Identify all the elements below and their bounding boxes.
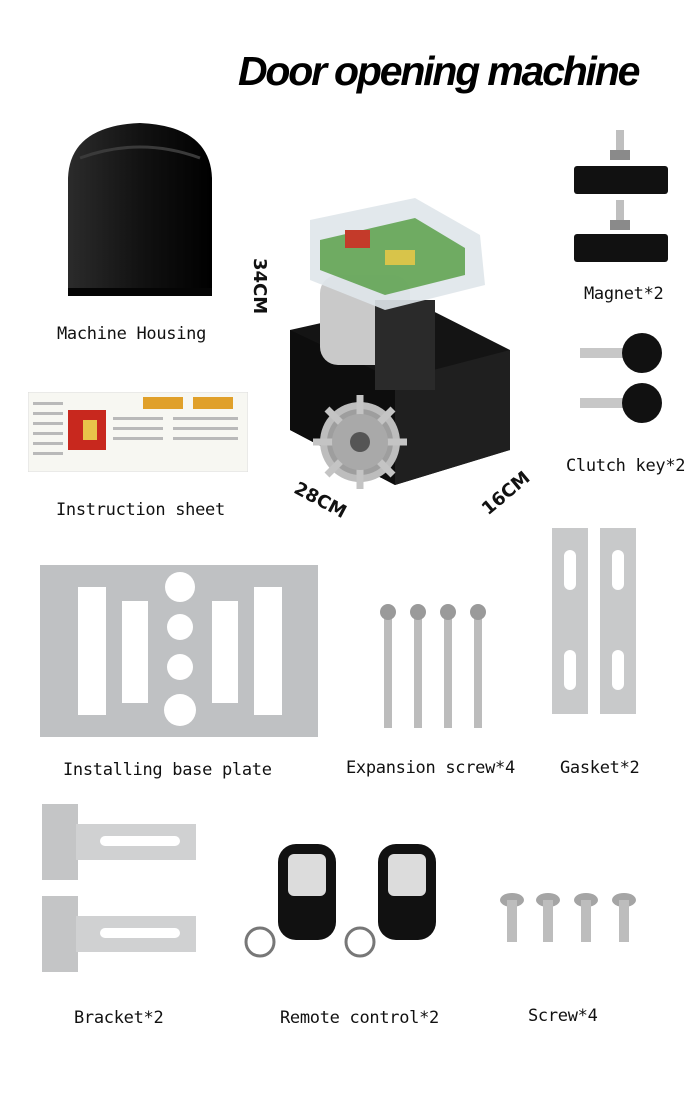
expansion-screw-image [378,602,498,730]
machine-housing-image [60,118,220,303]
height-dimension-label: 34CM [249,258,270,315]
remote-control-image [240,842,440,972]
clutch-key-label: Clutch key*2 [566,456,686,476]
bracket-image [40,802,200,974]
instruction-sheet-image [28,392,248,472]
gasket-image [552,528,642,716]
gasket-label: Gasket*2 [560,758,640,778]
gate-motor-image [265,190,530,490]
base-plate-image [40,565,318,737]
machine-housing-label: Machine Housing [57,324,207,344]
remote-control-label: Remote control*2 [280,1008,439,1028]
instruction-sheet-label: Instruction sheet [56,500,225,520]
screw-label: Screw*4 [528,1006,598,1026]
magnet-label: Magnet*2 [584,284,664,304]
base-plate-label: Installing base plate [63,760,272,780]
clutch-key-image [578,330,668,430]
magnet-image [572,128,672,268]
page-title: Door opening machine [238,48,640,94]
bracket-label: Bracket*2 [74,1008,164,1028]
screw-image [498,892,638,944]
expansion-screw-label: Expansion screw*4 [346,758,515,778]
